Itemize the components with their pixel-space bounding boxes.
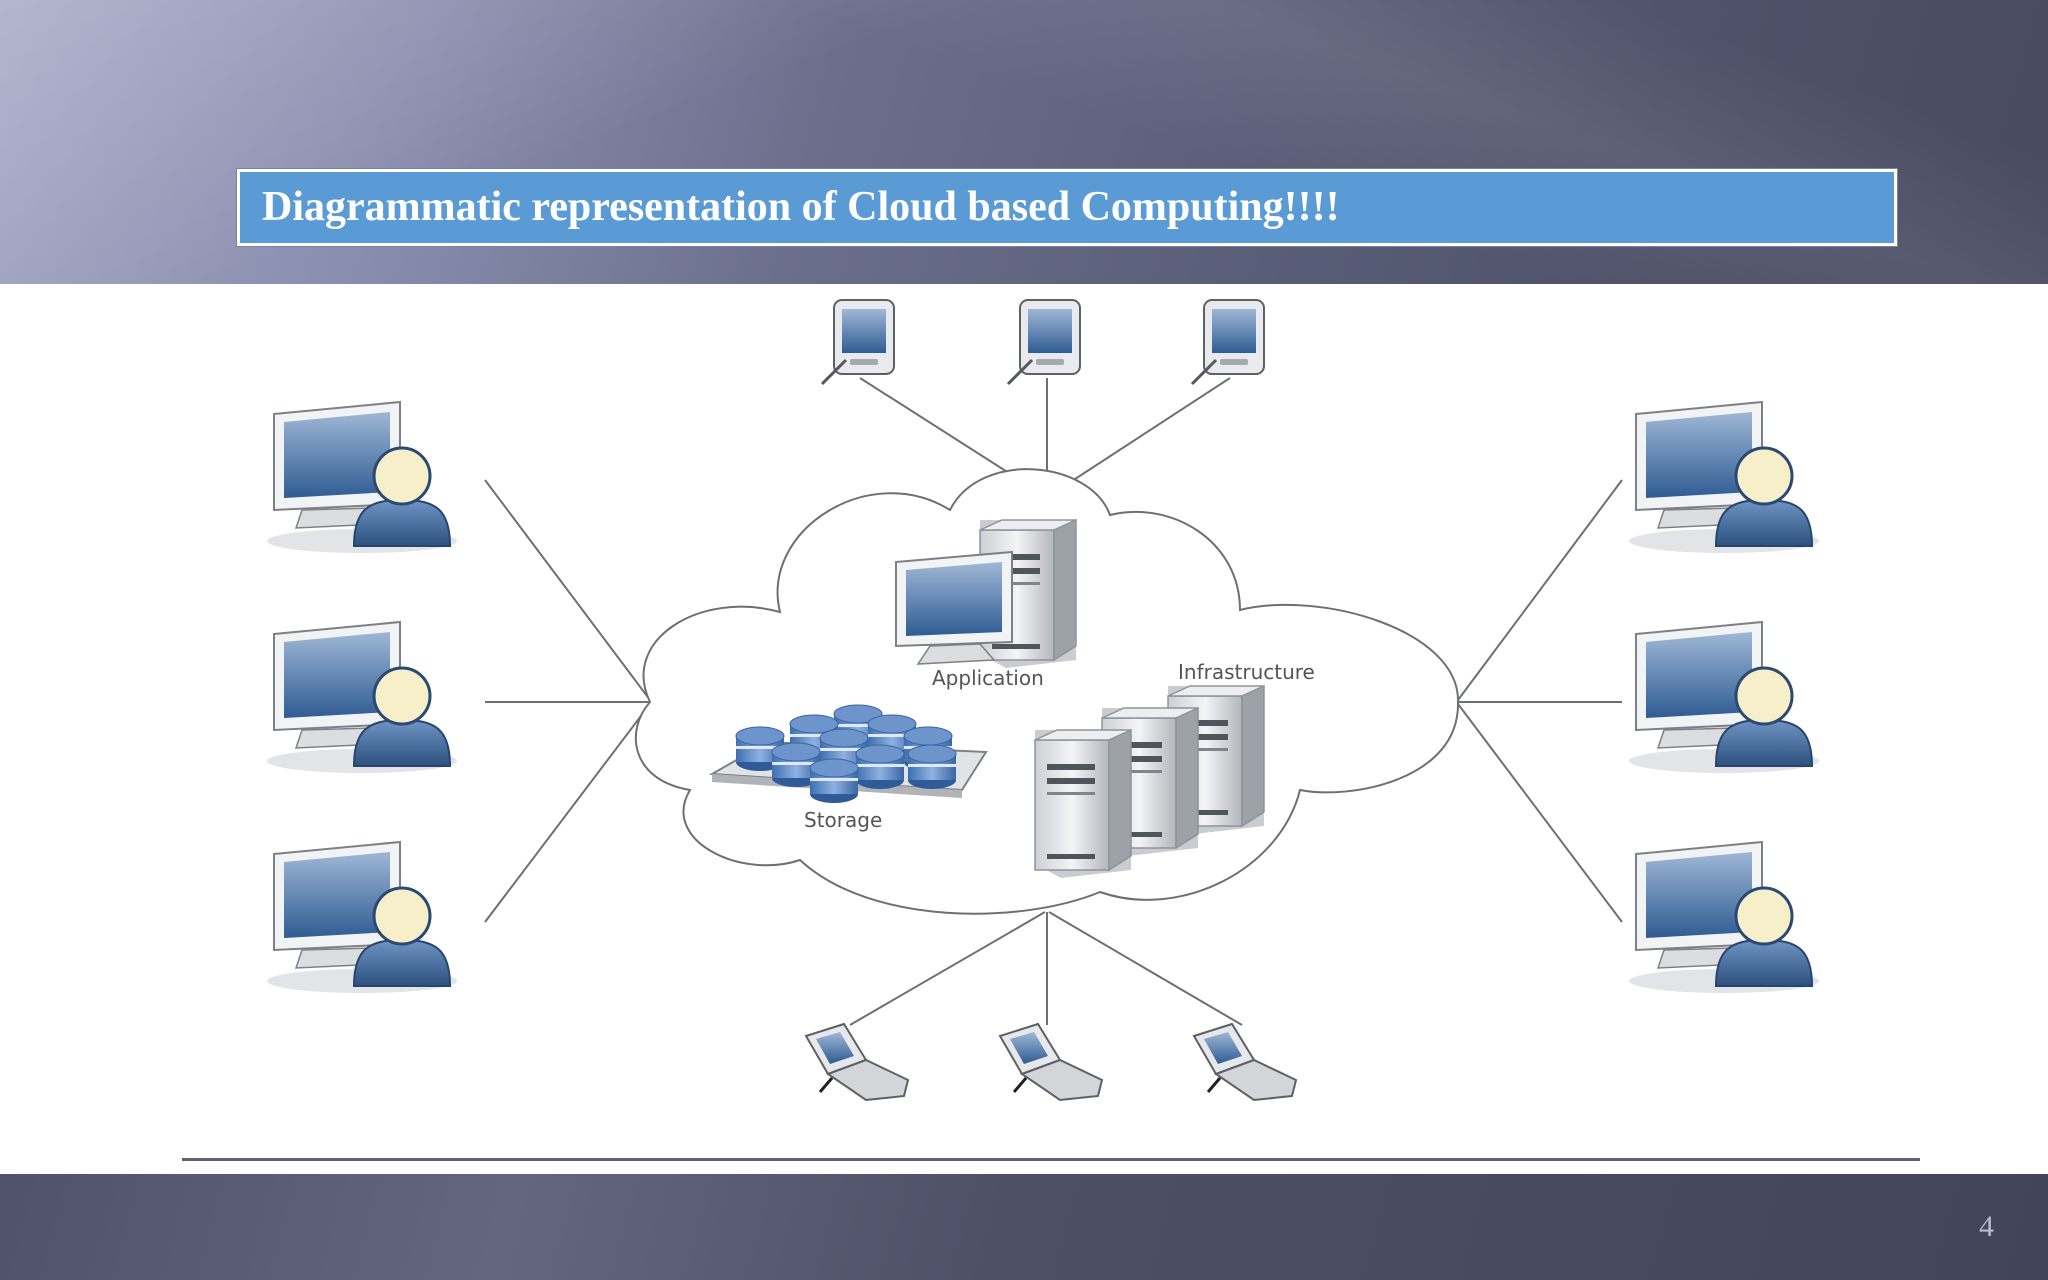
storage-database-icon: [708, 704, 988, 804]
application-label: Application: [932, 666, 1044, 690]
pda-icon: [820, 298, 896, 386]
storage-label: Storage: [804, 808, 882, 832]
application-server-icon: [895, 519, 1077, 669]
user-computer-icon: [265, 840, 459, 995]
user-computer-icon: [1627, 840, 1821, 995]
cloud-computing-diagram: Application Infrastructure Storage: [265, 298, 1821, 1102]
slide-title: Diagrammatic representation of Cloud bas…: [262, 184, 1340, 230]
connection-lines: [484, 377, 1623, 1026]
slide-title-box: Diagrammatic representation of Cloud bas…: [237, 169, 1897, 246]
user-computer-icon: [1627, 620, 1821, 775]
mobile-phone-icon: [998, 1022, 1104, 1102]
pda-icon: [1190, 298, 1266, 386]
pda-icon: [1006, 298, 1082, 386]
mobile-phone-icon: [804, 1022, 910, 1102]
page-number: 4: [1979, 1210, 1994, 1243]
infrastructure-label: Infrastructure: [1178, 660, 1315, 684]
user-computer-icon: [1627, 400, 1821, 555]
user-computer-icon: [265, 400, 459, 555]
user-computer-icon: [265, 620, 459, 775]
footer-band: [0, 1174, 2048, 1280]
mobile-phone-icon: [1192, 1022, 1298, 1102]
footer-divider: [182, 1158, 1920, 1161]
